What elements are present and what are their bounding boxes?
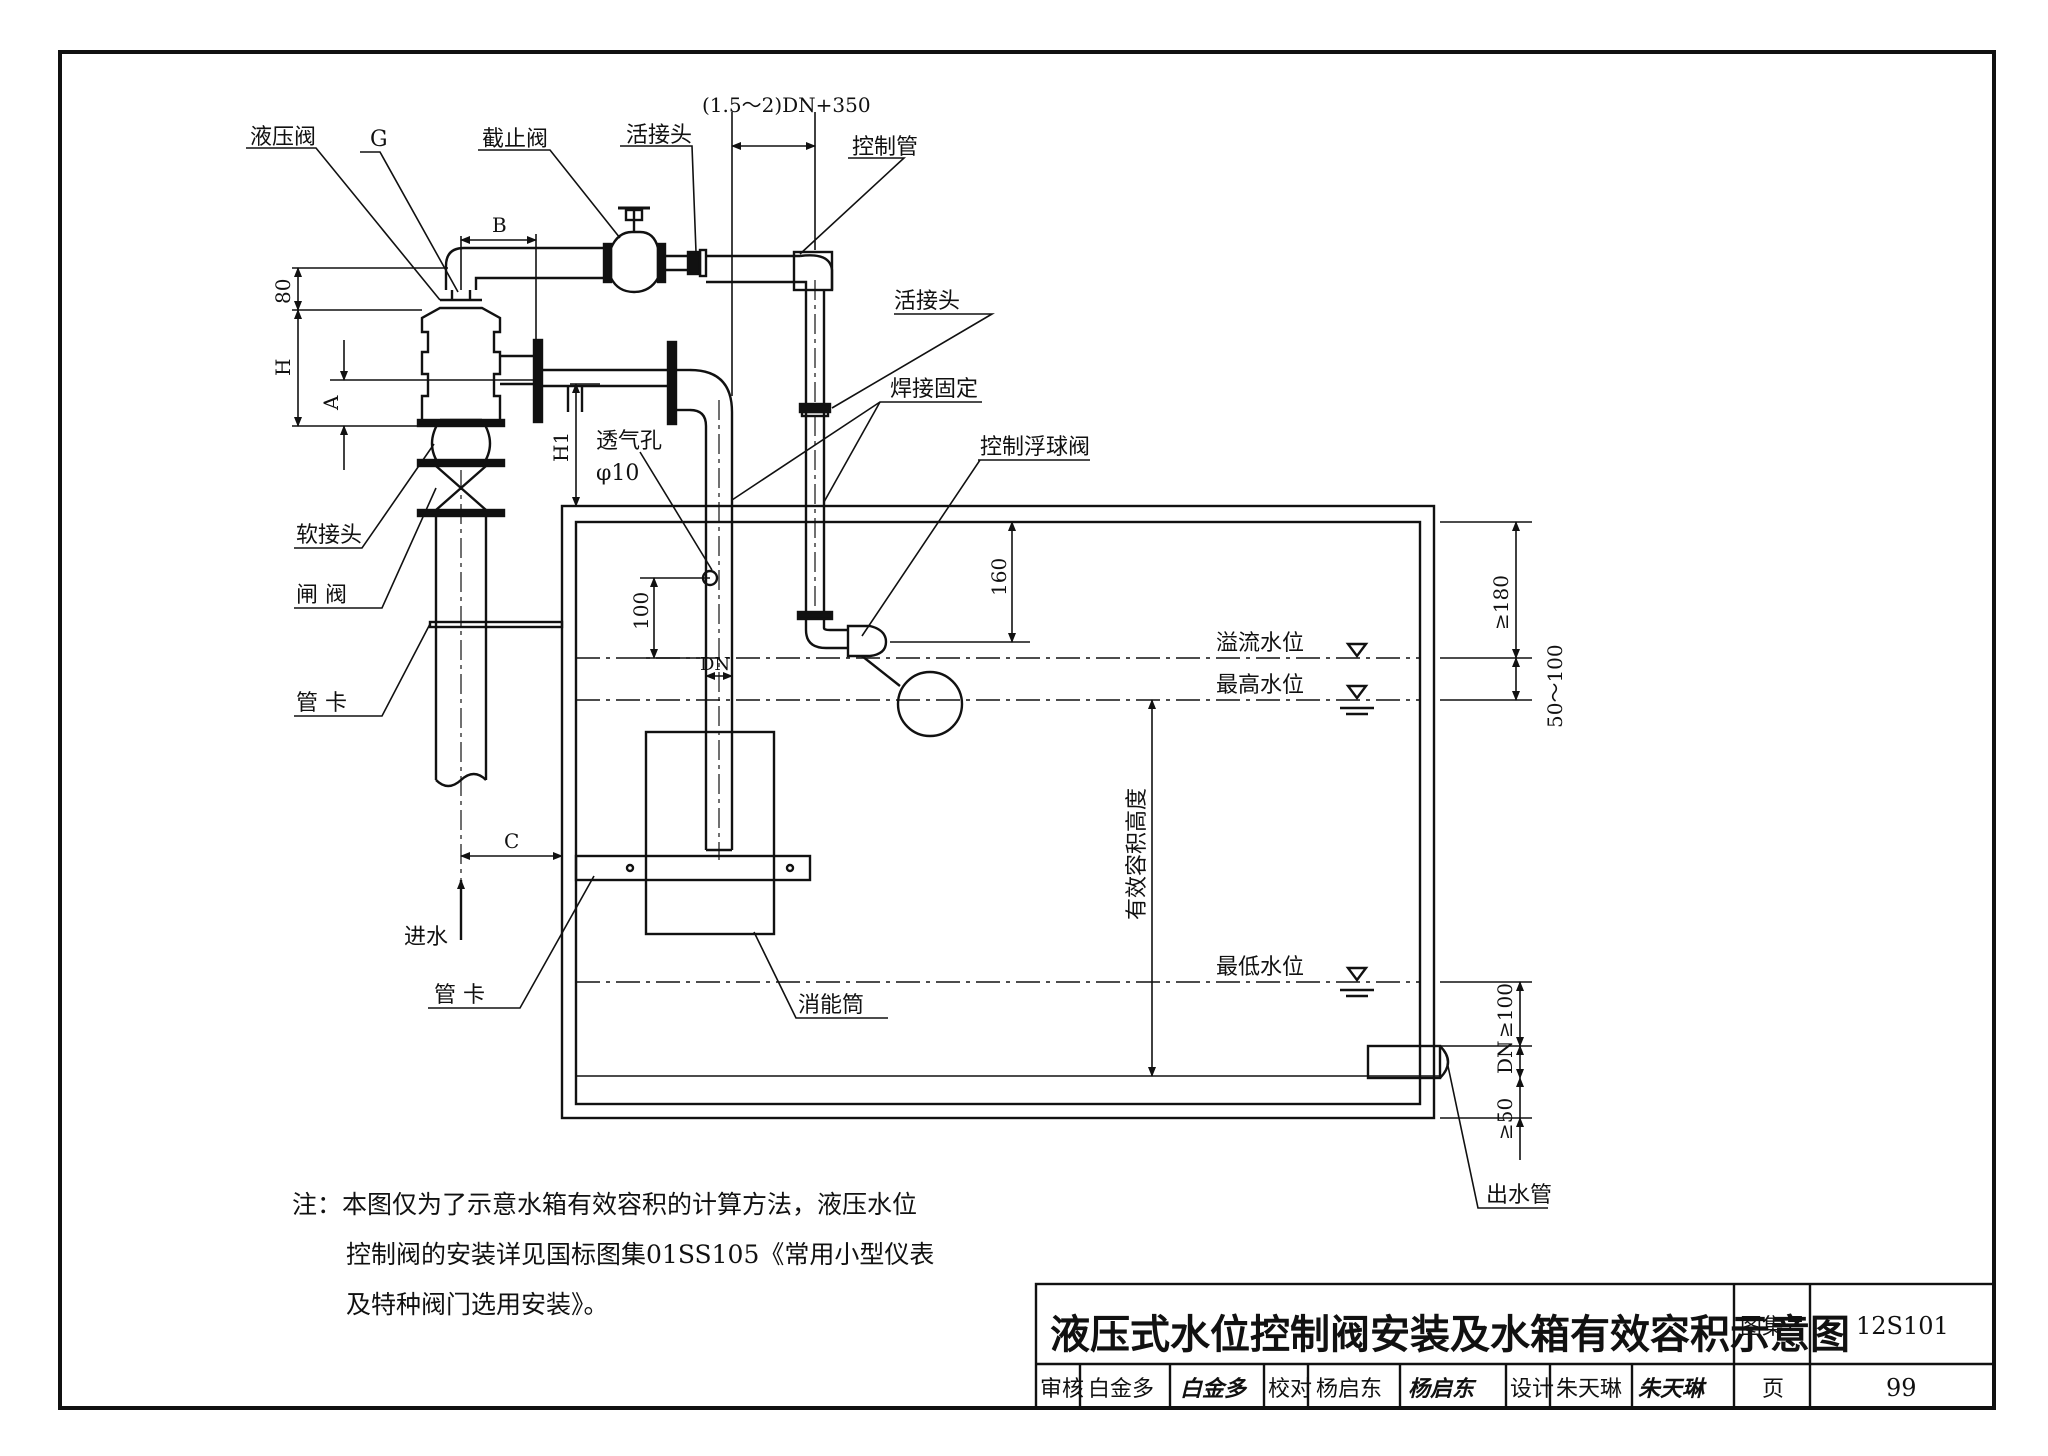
dim-160: 160 (987, 558, 1011, 596)
control-pipe-elbow (799, 254, 834, 290)
dim-dn: DN (700, 654, 730, 675)
title-text: 液压式水位控制阀安装及水箱有效容积示意图 (1050, 1312, 1850, 1358)
label-gate-valve: 闸 阀 (296, 583, 347, 608)
hydraulic-valve-flange-bottom (416, 418, 506, 428)
review-sign: 白金多 (1180, 1376, 1248, 1402)
control-pipe-flange (796, 610, 834, 621)
top-elbow-left (444, 246, 480, 290)
max-level-symbol (1340, 684, 1374, 716)
overflow-level-symbol (1345, 642, 1369, 658)
page-no: 99 (1886, 1374, 1917, 1402)
dim-c: C (504, 829, 519, 853)
label-clamp-upper: 管 卡 (296, 691, 347, 716)
dim-100: 100 (629, 592, 653, 630)
gate-valve-flange-top (416, 458, 506, 468)
atlas-no: 12S101 (1856, 1312, 1949, 1340)
label-control-pipe: 控制管 (852, 135, 918, 160)
check-name: 杨启东 (1316, 1377, 1382, 1402)
lower-pipe-clamp (574, 854, 812, 882)
outlet-elbow (689, 368, 734, 850)
stop-valve-flange-r (656, 242, 667, 284)
design-name: 朱天琳 (1556, 1377, 1622, 1402)
dim-h: H (271, 359, 295, 376)
label-weld-fix: 焊接固定 (890, 377, 978, 402)
check-label: 校对 (1268, 1377, 1312, 1402)
dim-ge100: ≥100 (1493, 983, 1517, 1038)
leader-soft-joint (294, 443, 435, 549)
outlet-flange-right (666, 340, 678, 426)
leader-clamp-upper (294, 623, 431, 717)
page-label: 页 (1762, 1377, 1784, 1402)
dim-80: 80 (271, 279, 295, 304)
review-label: 审核 (1040, 1377, 1084, 1402)
leader-energy-cyl (753, 931, 888, 1019)
float-valve-elbow (804, 619, 848, 650)
design-label: 设计 (1510, 1377, 1554, 1402)
dim-ge50: ≥50 (1493, 1098, 1517, 1140)
label-outlet: 出水管 (1486, 1183, 1552, 1208)
leader-gate-valve (294, 487, 437, 609)
union-top (686, 250, 702, 276)
note-line-2: 控制阀的安装详见国标图集01SS105《常用小型仪表 (346, 1240, 935, 1269)
label-energy-cyl: 消能筒 (798, 993, 864, 1018)
dim-h1: H1 (549, 432, 573, 462)
energy-dissipating-cylinder (644, 730, 776, 936)
leader-weld-fix (731, 401, 982, 501)
upper-pipe-clamp (428, 620, 564, 629)
label-union-right: 活接头 (894, 289, 960, 314)
leader-control-pipe (799, 157, 907, 255)
label-max-level: 最高水位 (1216, 673, 1304, 698)
dim-ge180: ≥180 (1489, 575, 1513, 630)
leader-stop-valve (478, 149, 621, 239)
dim-50-100: 50～100 (1543, 644, 1567, 728)
tank-outer (560, 504, 1436, 1120)
leader-hydraulic-valve (246, 147, 441, 301)
review-name: 白金多 (1088, 1377, 1154, 1402)
float-valve-body (846, 624, 888, 658)
label-min-level: 最低水位 (1216, 955, 1304, 980)
label-stop-valve: 截止阀 (482, 127, 548, 152)
leader-vent (639, 451, 713, 571)
dim-a: A (319, 395, 343, 411)
label-vent: 透气孔 (596, 429, 662, 454)
leader-outlet (1447, 1065, 1548, 1209)
label-soft-joint: 软接头 (296, 523, 362, 548)
note-block: 注：本图仅为了示意水箱有效容积的计算方法，液压水位 控制阀的安装详见国标图集01… (292, 1180, 992, 1330)
design-sign: 朱天琳 (1638, 1376, 1707, 1402)
dim-dn-out: DN (1493, 1040, 1517, 1074)
leader-clamp-lower (428, 875, 595, 1009)
label-clamp-lower: 管 卡 (434, 983, 485, 1008)
label-effective-height: 有效容积高度 (1125, 788, 1150, 920)
title-block (1034, 1282, 1996, 1410)
dim-b: B (492, 213, 507, 237)
label-union-top: 活接头 (626, 123, 692, 148)
label-vent-dia: φ10 (596, 461, 639, 486)
label-overflow: 溢流水位 (1216, 631, 1304, 656)
outlet-flange-left (532, 338, 544, 424)
label-hydraulic-valve: 液压阀 (250, 125, 316, 150)
check-sign: 杨启东 (1408, 1376, 1477, 1402)
note-line-3: 及特种阀门选用安装》。 (346, 1290, 609, 1319)
label-float-valve: 控制浮球阀 (980, 435, 1090, 460)
stop-valve-body (609, 230, 660, 294)
note-line-1: 注：本图仅为了示意水箱有效容积的计算方法，液压水位 (292, 1190, 918, 1219)
label-inlet: 进水 (404, 925, 448, 950)
gate-valve-body (435, 465, 487, 511)
leader-float-valve (861, 459, 1090, 637)
atlas-label: 图集号 (1740, 1315, 1806, 1340)
leader-g (360, 151, 459, 293)
drawing-frame (58, 50, 1996, 1410)
hydraulic-valve-body (420, 306, 502, 420)
gate-valve-flange-bottom (416, 508, 506, 518)
min-level-symbol (1340, 966, 1374, 998)
float-ball (896, 670, 964, 738)
union-right (798, 402, 832, 414)
label-g: G (370, 127, 388, 152)
label-spacing: (1.5～2)DN+350 (702, 93, 871, 117)
tank-inner (574, 520, 1422, 1106)
leader-union-right (831, 313, 995, 409)
outlet-pipe (1366, 1044, 1442, 1080)
leader-union-top (620, 145, 697, 253)
